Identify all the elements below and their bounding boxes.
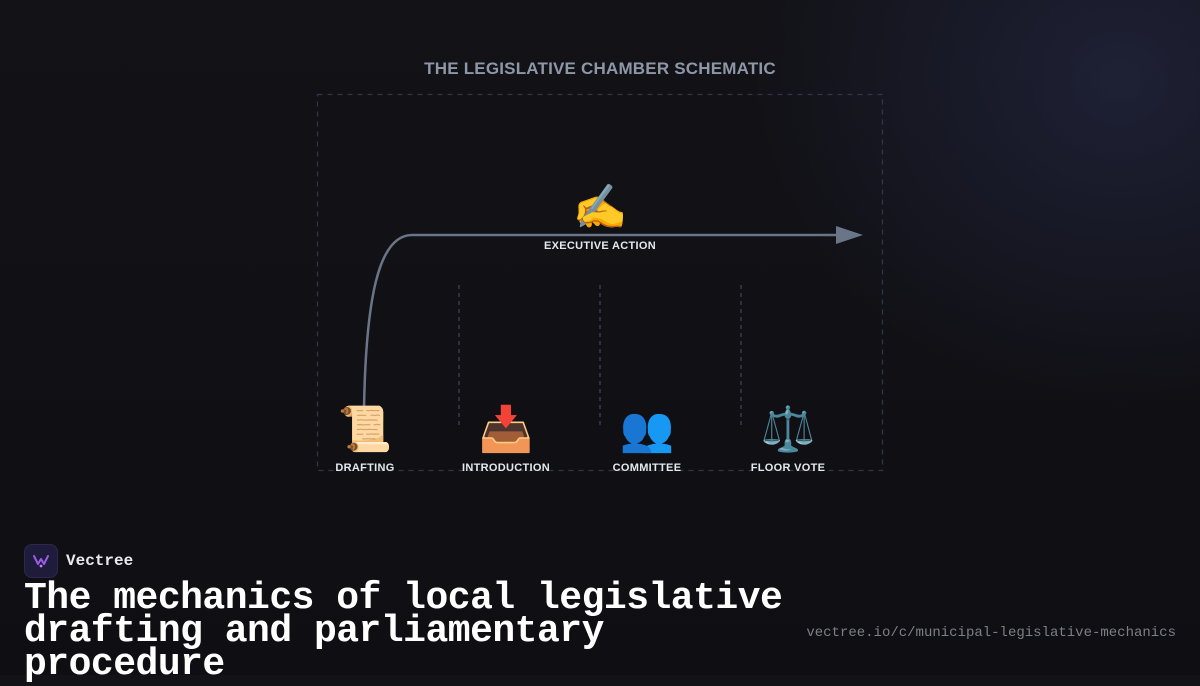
- brand-name: Vectree: [66, 552, 134, 570]
- executive-action-label: EXECUTIVE ACTION: [544, 240, 656, 252]
- stage-floor-vote: ⚖️ FLOOR VOTE: [708, 404, 868, 475]
- executive-flow-arrow: [362, 233, 838, 409]
- schematic-title: THE LEGISLATIVE CHAMBER SCHEMATIC: [424, 59, 776, 78]
- vectree-logo-icon: [24, 544, 58, 578]
- stage-drafting: 📜 DRAFTING: [285, 404, 445, 475]
- stage-committee: 👥 COMMITTEE: [567, 404, 727, 475]
- stage-introduction: 📥 INTRODUCTION: [426, 404, 586, 475]
- arrowhead-icon: [836, 226, 863, 244]
- diagram-frame: [316, 93, 884, 472]
- balance-scale-icon: ⚖️: [760, 404, 816, 455]
- stage-label: COMMITTEE: [612, 462, 682, 474]
- scroll-icon: 📜: [337, 404, 393, 455]
- page-url[interactable]: vectree.io/c/municipal-legislative-mecha…: [806, 625, 1176, 641]
- writing-hand-icon: ✍️: [572, 182, 628, 233]
- stage-label: INTRODUCTION: [462, 462, 550, 474]
- stage-label: FLOOR VOTE: [750, 462, 826, 474]
- people-icon: 👥: [619, 404, 675, 455]
- stage-label: DRAFTING: [335, 462, 395, 474]
- inbox-tray-icon: 📥: [478, 404, 534, 455]
- executive-action-node: ✍️ EXECUTIVE ACTION: [520, 182, 680, 253]
- brand[interactable]: Vectree: [24, 544, 133, 578]
- page-headline: The mechanics of local legislative draft…: [24, 577, 783, 686]
